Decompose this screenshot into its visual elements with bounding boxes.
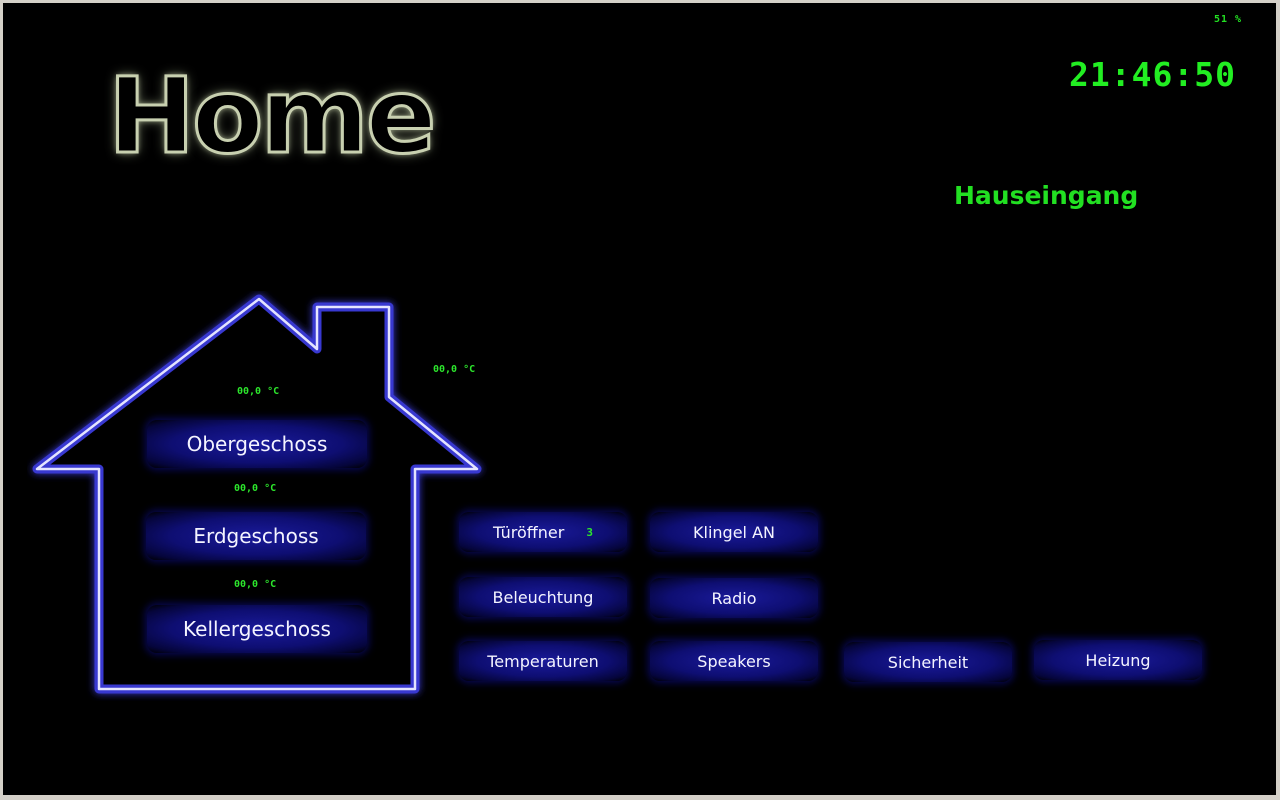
bell-toggle-label: Klingel AN	[693, 522, 775, 542]
door-opener-badge: 3	[586, 525, 593, 539]
lighting-button[interactable]: Beleuchtung	[459, 577, 627, 617]
speakers-button[interactable]: Speakers	[650, 641, 818, 681]
house-outline-icon	[32, 294, 482, 694]
temperatures-label: Temperaturen	[487, 651, 599, 671]
heating-button[interactable]: Heizung	[1034, 640, 1202, 680]
clock: 21:46:50	[1069, 55, 1236, 94]
radio-label: Radio	[711, 588, 757, 608]
security-label: Sicherheit	[887, 652, 969, 672]
floor-basement-button[interactable]: Kellergeschoss	[147, 605, 367, 653]
door-opener-label: Türöffner	[493, 522, 565, 542]
heating-label: Heizung	[1085, 650, 1151, 670]
floor-ground-button[interactable]: Erdgeschoss	[146, 512, 366, 560]
outside-temperature: 00,0 °C	[433, 364, 476, 375]
bell-toggle-button[interactable]: Klingel AN	[650, 512, 818, 552]
floor-upper-button[interactable]: Obergeschoss	[147, 420, 367, 468]
lighting-label: Beleuchtung	[492, 587, 594, 607]
floor-temperature-upper: 00,0 °C	[237, 386, 280, 397]
door-opener-button[interactable]: Türöffner 3	[459, 512, 627, 552]
floor-basement-label: Kellergeschoss	[183, 617, 331, 641]
floor-temperature-ground: 00,0 °C	[234, 483, 277, 494]
location-label: Hauseingang	[954, 181, 1139, 210]
floor-upper-label: Obergeschoss	[186, 432, 328, 456]
floor-temperature-basement: 00,0 °C	[234, 579, 277, 590]
page-title: Home	[106, 54, 437, 179]
temperatures-button[interactable]: Temperaturen	[459, 641, 627, 681]
radio-button[interactable]: Radio	[650, 578, 818, 618]
floor-ground-label: Erdgeschoss	[193, 524, 319, 548]
home-screen: 51 % 21:46:50 Home Hauseingang 00,0 °C 0…	[3, 3, 1276, 795]
battery-level: 51 %	[1214, 14, 1243, 25]
security-button[interactable]: Sicherheit	[844, 642, 1012, 682]
speakers-label: Speakers	[697, 651, 771, 671]
